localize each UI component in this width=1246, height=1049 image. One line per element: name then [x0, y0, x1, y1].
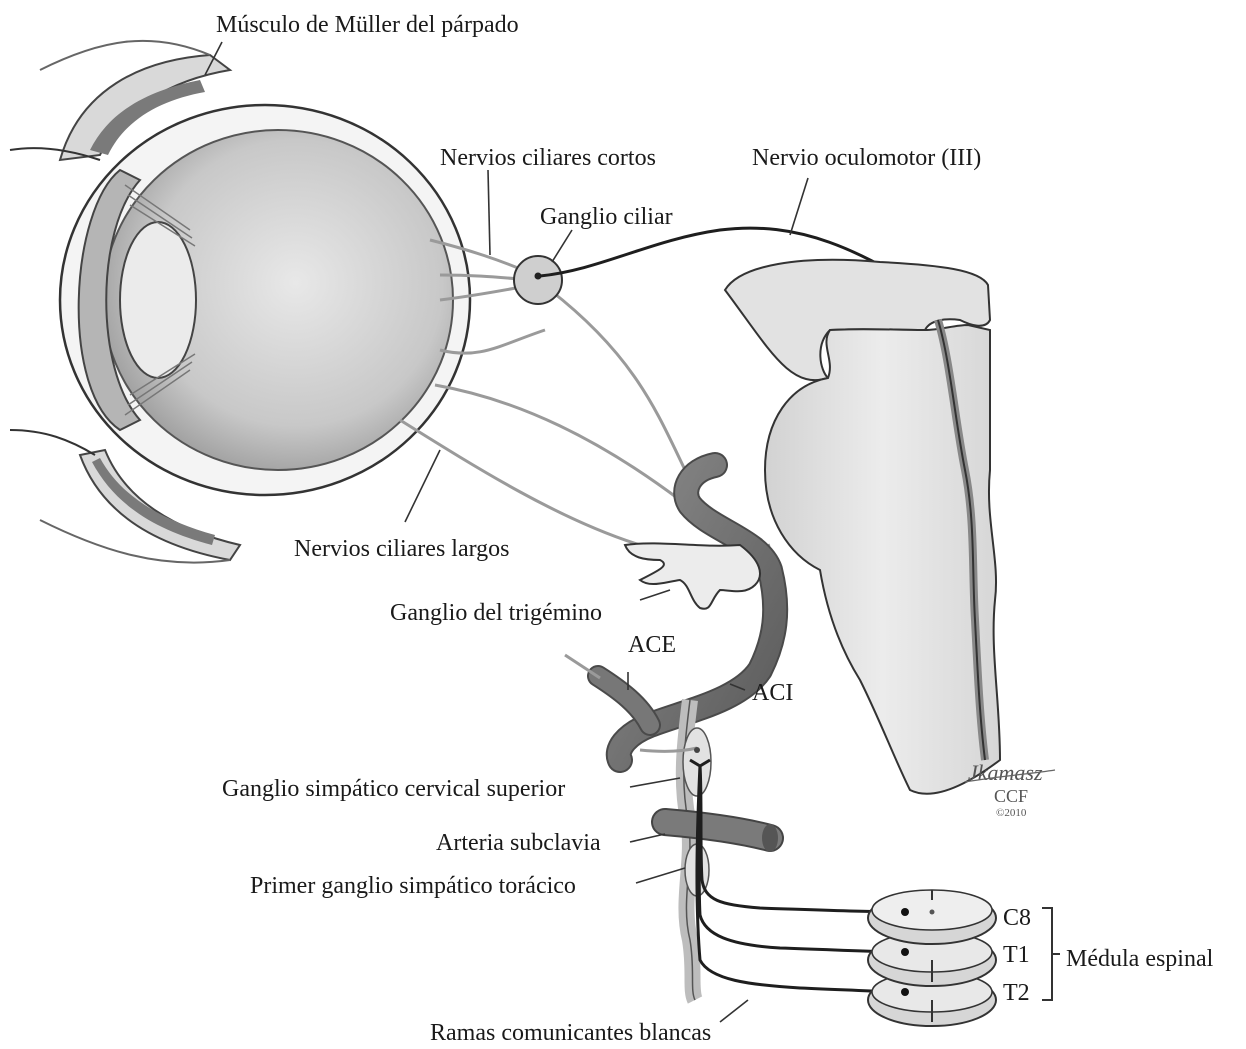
spinal-cord-segments — [868, 890, 996, 1026]
brainstem — [725, 260, 1000, 794]
label-subclavian-artery: Arteria subclavia — [436, 830, 601, 856]
long-ciliary-nerve-2 — [400, 420, 640, 545]
carotid-plexus-nerve — [640, 748, 697, 751]
label-superior-cervical-ganglion: Ganglio simpático cervical superior — [222, 776, 565, 802]
leader-subclavian — [630, 834, 665, 842]
leader-short-ciliary — [488, 170, 490, 255]
ganglion-to-carotid-nerve — [550, 290, 690, 480]
signature-artist: Jkamasz — [968, 760, 1043, 785]
label-ciliary-ganglion: Ganglio ciliar — [540, 204, 673, 230]
artist-signature: Jkamasz CCF ©2010 — [965, 760, 1055, 819]
leader-ciliary-ganglion — [552, 230, 572, 262]
label-first-thoracic-ganglion: Primer ganglio simpático torácico — [250, 873, 576, 899]
leader-white-rami — [720, 1000, 748, 1022]
signature-year: ©2010 — [996, 807, 1027, 819]
label-oculomotor-nerve: Nervio oculomotor (III) — [752, 145, 981, 171]
eyeball — [60, 105, 470, 495]
leader-first-thoracic — [636, 868, 685, 883]
segment-c8 — [868, 890, 996, 944]
superior-cervical-synapse — [694, 747, 700, 753]
leader-oculomotor — [790, 178, 808, 235]
label-white-rami: Ramas comunicantes blancas — [430, 1020, 711, 1046]
label-trigeminal-ganglion: Ganglio del trigémino — [390, 600, 602, 626]
leader-superior-cervical — [630, 778, 680, 787]
label-long-ciliary-nerves: Nervios ciliares largos — [294, 536, 510, 562]
lens — [120, 222, 196, 378]
subclavian-lumen — [762, 824, 778, 852]
external-carotid-artery — [598, 676, 650, 725]
label-t2: T2 — [1003, 980, 1030, 1006]
signature-studio: CCF — [994, 786, 1028, 806]
label-t1: T1 — [1003, 942, 1030, 968]
leader-trigeminal — [640, 590, 670, 600]
label-muller-muscle: Músculo de Müller del párpado — [216, 12, 519, 38]
pons-medulla — [765, 325, 1000, 794]
leader-long-ciliary — [405, 450, 440, 522]
label-spinal-cord: Médula espinal — [1066, 946, 1214, 972]
label-aci: ACI — [752, 680, 793, 706]
ciliary-ganglion — [514, 256, 562, 304]
label-ace: ACE — [628, 632, 676, 658]
spinal-cord-bracket — [1042, 908, 1060, 1000]
label-c8: C8 — [1003, 905, 1031, 931]
label-short-ciliary-nerves: Nervios ciliares cortos — [440, 145, 656, 171]
long-ciliary-nerve-1 — [435, 385, 680, 500]
